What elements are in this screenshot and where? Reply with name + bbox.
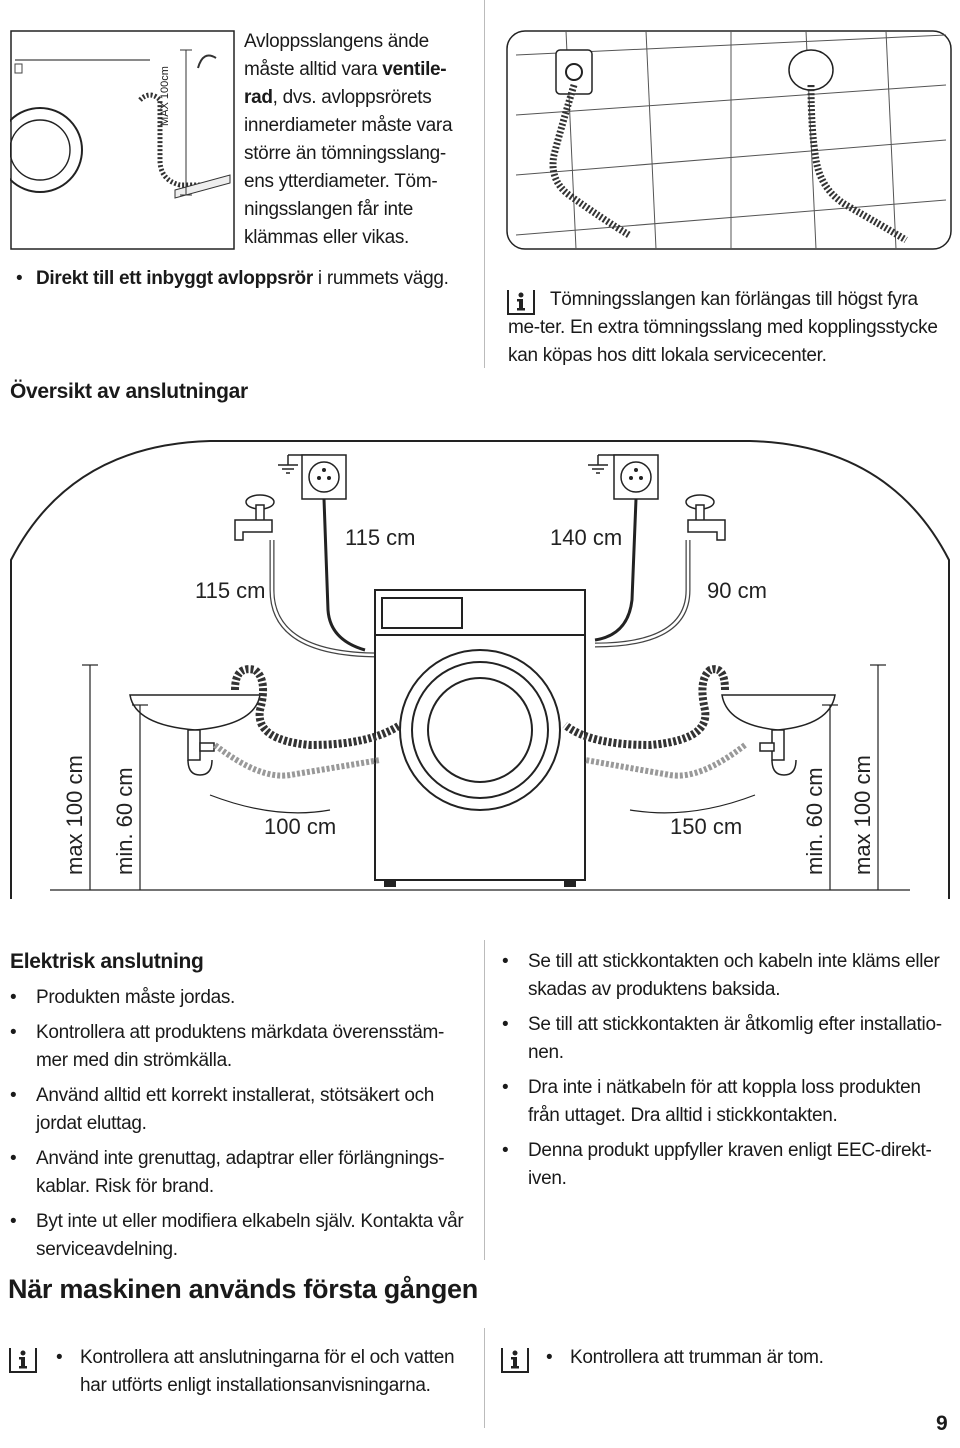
list-item: Använd inte grenuttag, adaptrar eller fö…	[10, 1145, 470, 1201]
list-item: Byt inte ut eller modifiera elkabeln sjä…	[10, 1208, 470, 1264]
max-height-figure-label: MAX 100cm	[159, 66, 171, 126]
direct-drain-bold: Direkt till ett inbyggt avloppsrör	[36, 268, 313, 289]
vent-paragraph-part2: , dvs. avloppsrörets innerdiameter måste…	[244, 87, 453, 248]
label-right-upper: 90 cm	[707, 578, 767, 603]
label-right-max: max 100 cm	[850, 755, 875, 875]
first-use-heading: När maskinen används första gången	[8, 1274, 478, 1304]
list-item: Dra inte i nätkabeln för att koppla loss…	[502, 1074, 954, 1130]
label-left-min: min. 60 cm	[112, 767, 137, 875]
bullet-icon: •	[546, 1347, 553, 1368]
overview-heading: Översikt av anslutningar	[10, 380, 248, 403]
washing-machine	[374, 589, 586, 887]
column-divider-bottom	[484, 1328, 485, 1428]
first-use-right-text: Kontrollera att trumman är tom.	[570, 1347, 824, 1368]
sink-right	[721, 694, 836, 776]
list-item: Använd alltid ett korrekt installerat, s…	[10, 1082, 470, 1138]
first-use-right-note: • Kontrollera att trumman är tom.	[546, 1344, 946, 1372]
direct-drain-rest: i rummets vägg.	[312, 268, 449, 289]
info-icon	[9, 1348, 37, 1373]
hose-extension-note: Tömningsslangen kan förlängas till högst…	[508, 289, 938, 366]
connections-diagram: 115 cm 115 cm 140 cm 90 cm 100 cm 150 cm…	[10, 440, 950, 899]
column-divider-top	[484, 0, 485, 368]
bullet-icon: •	[56, 1347, 63, 1368]
page-number: 9	[936, 1412, 948, 1435]
electrical-list-right: Se till att stickkontakten och kabeln in…	[502, 948, 954, 1200]
vent-paragraph-bold: ventile-rad	[244, 59, 447, 108]
list-item: Se till att stickkontakten och kabeln in…	[502, 948, 954, 1004]
first-use-left-text: Kontrollera att anslutningarna för el oc…	[80, 1347, 455, 1396]
label-right-min: min. 60 cm	[802, 767, 827, 875]
vent-paragraph: Avloppsslangens ände måste alltid vara v…	[244, 28, 464, 252]
vent-paragraph-part1: Avloppsslangens ände måste alltid vara	[244, 31, 429, 80]
list-item: Kontrollera att produktens märkdata över…	[10, 1019, 470, 1075]
tap-left	[234, 494, 275, 541]
first-use-left-note: • Kontrollera att anslutningarna för el …	[56, 1344, 466, 1400]
label-bottom-left: 100 cm	[264, 814, 336, 839]
bullet-icon: •	[16, 268, 23, 289]
label-left-upper: 115 cm	[195, 578, 266, 603]
info-icon	[501, 1348, 529, 1373]
label-center-left: 115 cm	[345, 525, 416, 550]
tap-right	[685, 494, 726, 541]
label-bottom-right: 150 cm	[670, 814, 742, 839]
column-divider-middle	[484, 940, 485, 1260]
direct-drain-bullet: • Direkt till ett inbyggt avloppsrör i r…	[10, 265, 450, 293]
electrical-list-left: Produkten måste jordas. Kontrollera att …	[10, 984, 470, 1271]
list-item: Denna produkt uppfyller kraven enligt EE…	[502, 1137, 954, 1193]
electrical-heading: Elektrisk anslutning	[10, 950, 204, 973]
sink-left	[129, 694, 261, 776]
label-center-right: 140 cm	[550, 525, 622, 550]
wall-outlet-figure	[506, 30, 952, 250]
info-icon	[507, 290, 535, 315]
label-left-max: max 100 cm	[62, 755, 87, 875]
list-item: Se till att stickkontakten är åtkomlig e…	[502, 1011, 954, 1067]
drain-hose-figure	[10, 30, 235, 250]
list-item: Produkten måste jordas.	[10, 984, 470, 1012]
